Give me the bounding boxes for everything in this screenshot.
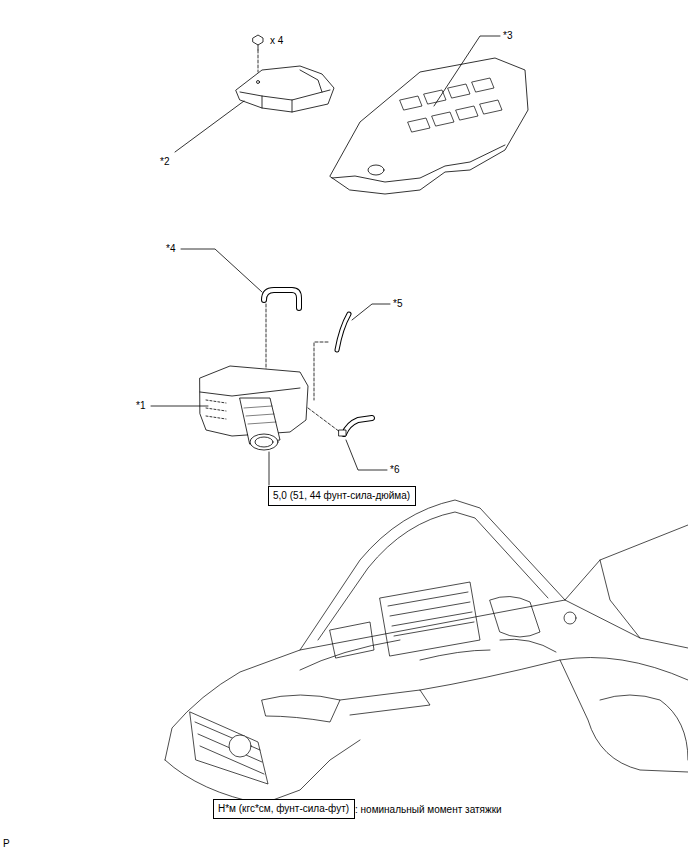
vehicle-front-view — [165, 500, 688, 804]
box-text: Н*м (кгс*см, фунт-сила-фут) — [218, 803, 350, 815]
engine-cover-small — [236, 66, 334, 112]
hose — [264, 290, 299, 308]
air-cleaner — [200, 366, 308, 450]
bolt — [253, 35, 263, 72]
engine-cover-large — [330, 58, 528, 194]
callout-number: *4 — [166, 243, 175, 255]
hose — [339, 418, 372, 436]
torque-spec-box: 5,0 (51, 44 фунт-сила-дюйма) — [268, 486, 416, 506]
callout-number: *2 — [160, 156, 169, 168]
legend-description: : номинальный момент затяжки — [355, 804, 502, 816]
bolt-quantity: x 4 — [270, 35, 283, 47]
callout-number: *1 — [136, 400, 145, 412]
hose — [337, 314, 349, 350]
callout-number: *6 — [390, 464, 399, 476]
callout-number: *3 — [503, 30, 512, 42]
box-text: 5,0 (51, 44 фунт-сила-дюйма) — [273, 490, 411, 502]
page-marker: P — [3, 838, 10, 850]
torque-legend-box: Н*м (кгс*см, фунт-сила-фут) — [213, 799, 355, 819]
callout-number: *5 — [393, 298, 402, 310]
